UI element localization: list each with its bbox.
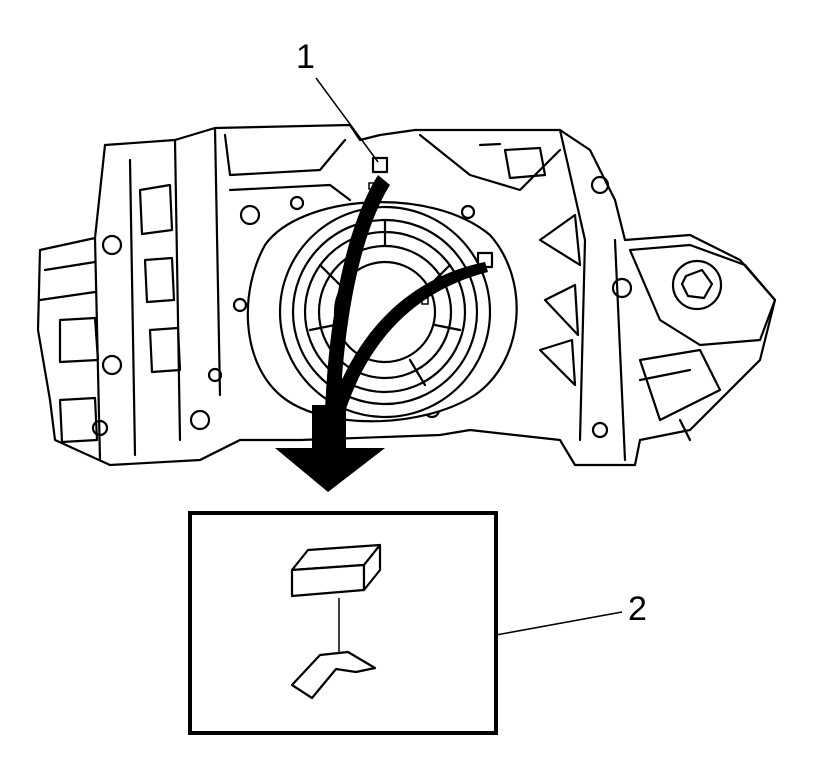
leader-line-2 xyxy=(495,611,623,636)
clip-upper xyxy=(371,156,389,174)
callout-1: 1 xyxy=(296,38,315,76)
clip-part-detail xyxy=(290,543,382,700)
seal-housing xyxy=(246,156,518,423)
leader-line-1 xyxy=(315,77,379,163)
callout-2: 2 xyxy=(628,590,647,628)
removal-arrow xyxy=(275,175,488,492)
detail-box xyxy=(188,511,498,735)
